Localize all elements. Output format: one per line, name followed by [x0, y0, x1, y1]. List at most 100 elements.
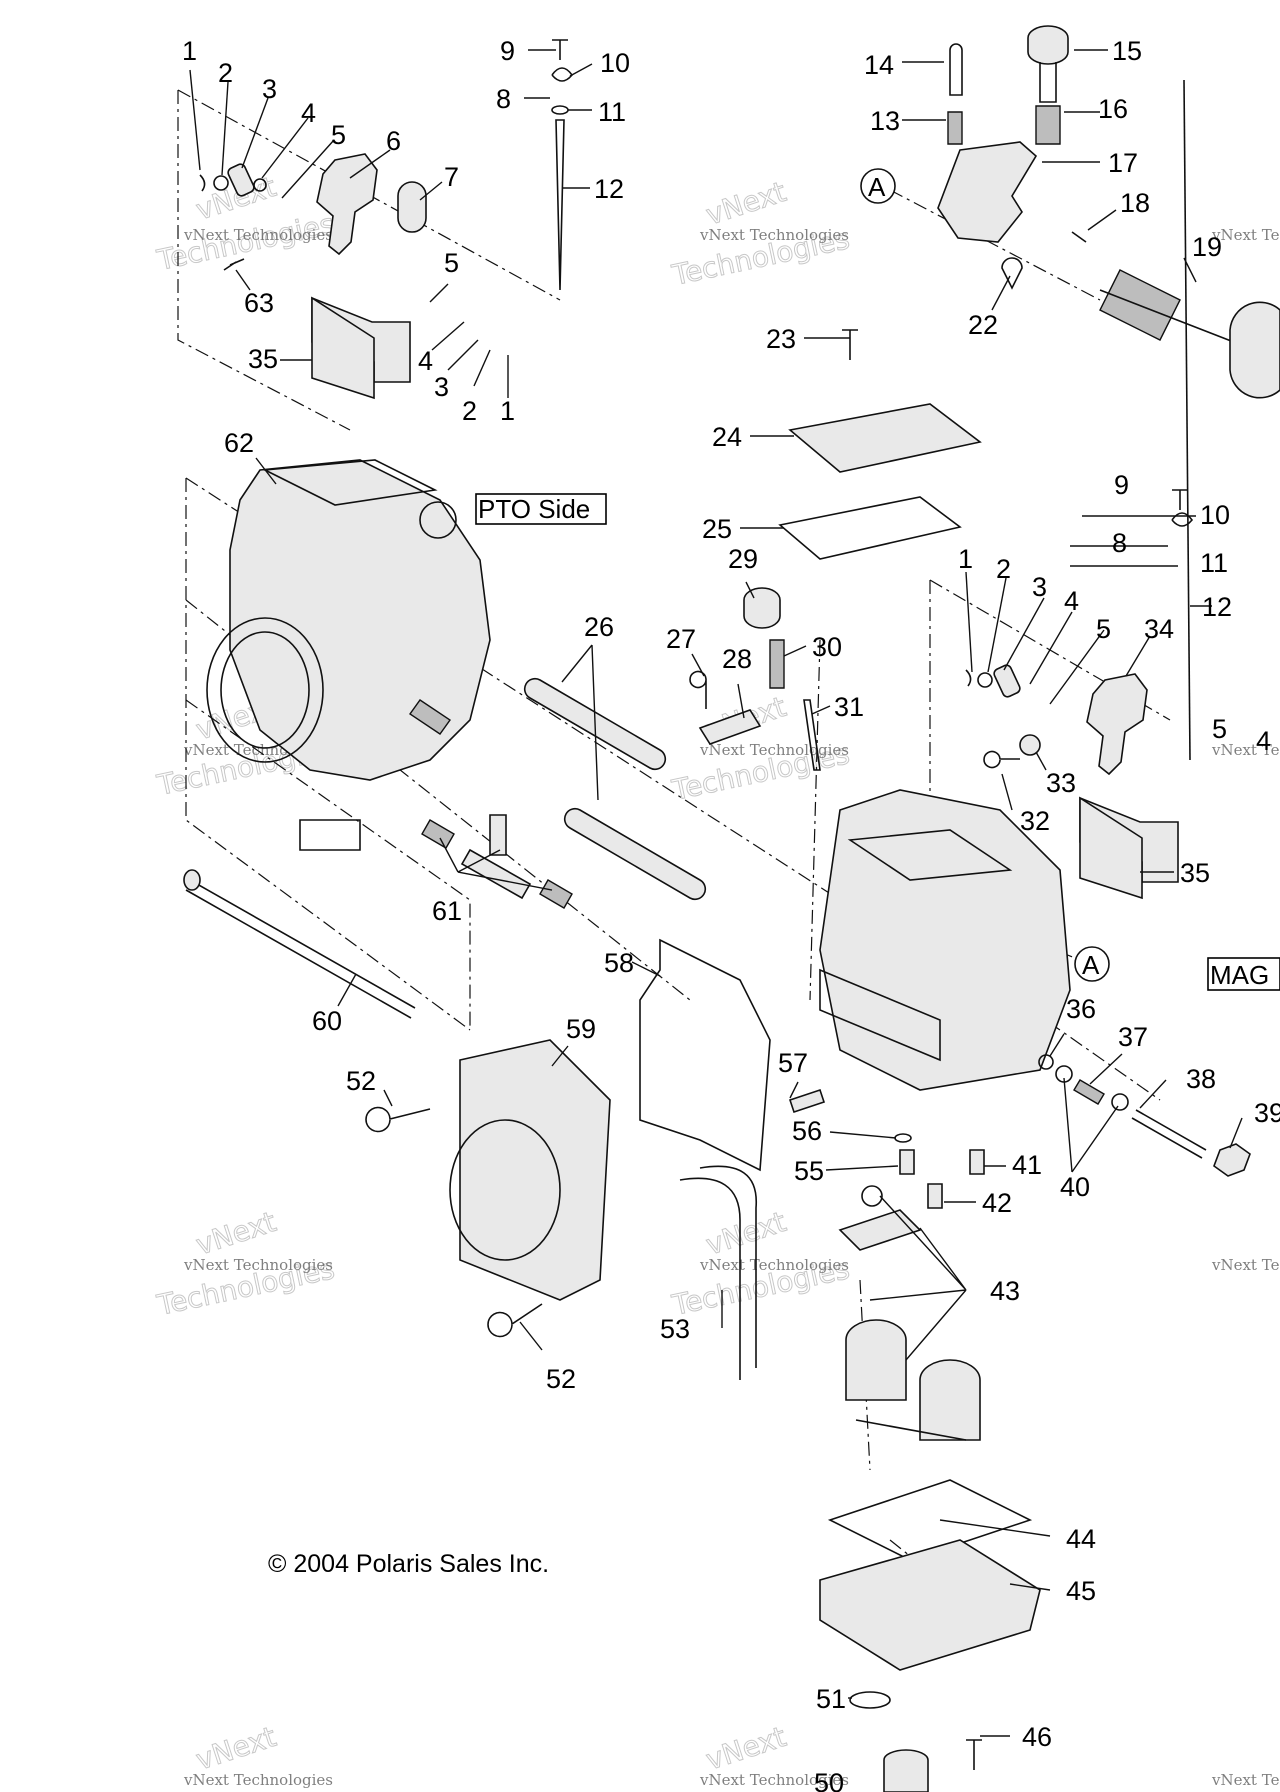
part-spring: [1073, 1079, 1105, 1105]
callout-number: 27: [666, 624, 696, 654]
mag-label: MAG: [1210, 960, 1269, 990]
watermark-mark: vNext: [702, 1720, 790, 1777]
callout-number: 12: [594, 174, 624, 204]
callout-number: 30: [812, 632, 842, 662]
watermark-mark: vNext: [702, 175, 790, 232]
callout-number: 61: [432, 896, 462, 926]
callout-number: 8: [496, 84, 511, 114]
part-fitting: [539, 879, 573, 909]
part-idle-screw: [1131, 1109, 1207, 1159]
callout-number: 33: [1046, 768, 1076, 798]
part-o-ring: [849, 1691, 891, 1709]
callout-number: 8: [1112, 528, 1127, 558]
part-needle-screw: [1172, 489, 1188, 510]
part-screw: [966, 1739, 982, 1770]
callout-number: 59: [566, 1014, 596, 1044]
watermark-text: vNext Technologies: [699, 1256, 849, 1274]
callout-number: 56: [792, 1116, 822, 1146]
watermark-text: vNext Technologies: [1211, 1256, 1280, 1274]
watermark-mark: vNext: [702, 1205, 790, 1262]
callout-number: 9: [500, 36, 515, 66]
part-bowl-gasket: [827, 1479, 1033, 1561]
callout-number: 25: [702, 514, 732, 544]
callout-number: 3: [1032, 572, 1047, 602]
callout-number: 23: [766, 324, 796, 354]
callout-number: 6: [386, 126, 401, 156]
part-throttle-cam: [937, 141, 1038, 243]
callout-number: 5: [1212, 714, 1227, 744]
watermark-mark: vNext: [192, 1720, 280, 1777]
part-screw: [365, 1106, 431, 1133]
watermark-text: vNext Technologies: [183, 1771, 333, 1789]
callout-number: 45: [1066, 1576, 1096, 1606]
callout-number: 1: [182, 36, 197, 66]
part-spring-clip: [1171, 512, 1194, 527]
watermark-text: vNext Technologies: [699, 226, 849, 244]
part-carb-flange: [819, 968, 941, 1062]
part-needle-valve: [861, 1185, 883, 1207]
reference-a-label: A: [1082, 950, 1100, 980]
part-washer: [894, 1133, 912, 1143]
callout-number: 10: [600, 48, 630, 78]
part-adjust-knob: [1027, 25, 1069, 65]
callout-number: 44: [1066, 1524, 1096, 1554]
callout-number: 31: [834, 692, 864, 722]
part-long-bolt: [185, 879, 416, 1019]
part-adapter: [459, 1039, 611, 1301]
watermark-text: vNext Technologies: [699, 1771, 849, 1789]
callout-number: 43: [990, 1276, 1020, 1306]
part-fitting: [409, 699, 451, 735]
callout-number: 13: [870, 106, 900, 136]
callout-number: 4: [301, 98, 316, 128]
callout-number: 63: [244, 288, 274, 318]
watermark-mark: vNext: [192, 1205, 280, 1262]
callout-number: 62: [224, 428, 254, 458]
part-bushing: [253, 178, 267, 192]
reference-a-label: A: [868, 172, 886, 202]
part-top-cover: [788, 403, 982, 473]
part-cap: [743, 587, 781, 629]
part-shaft-end: [1229, 301, 1280, 399]
callout-number: 2: [996, 554, 1011, 584]
parts: [183, 25, 1280, 1792]
part-screw: [223, 258, 245, 271]
callout-number: 28: [722, 644, 752, 674]
callout-number: 53: [660, 1314, 690, 1344]
callout-number: 50: [814, 1768, 844, 1792]
part-roller: [397, 181, 427, 233]
part-screw: [1001, 257, 1023, 290]
part-nut: [1019, 734, 1041, 756]
part-float: [845, 1319, 907, 1401]
part-e-clip: [551, 105, 569, 115]
part-carb-bore-inner: [220, 631, 310, 749]
part-adjust-screw: [1039, 62, 1057, 103]
callout-number: 18: [1120, 188, 1150, 218]
part-washer: [213, 175, 229, 191]
part-hose: [679, 1165, 757, 1380]
part-carb-top: [847, 829, 1013, 881]
reference-a-circle: [1074, 946, 1110, 982]
watermark-text: vNext Technologies: [1211, 1771, 1280, 1789]
callout-number: 55: [794, 1156, 824, 1186]
callout-number: 5: [444, 248, 459, 278]
part-screw: [949, 43, 963, 96]
part-float: [919, 1359, 981, 1441]
callout-number: 40: [1060, 1172, 1090, 1202]
part-spring: [947, 111, 963, 145]
copyright-notice: © 2004 Polaris Sales Inc.: [268, 1550, 549, 1578]
callout-number: 57: [778, 1048, 808, 1078]
part-carb-body-pto: [229, 459, 491, 781]
callout-numbers: 1 2 3 4 5 6 7 9 10 8 11 12 63 5 4 3 2 1 …: [182, 36, 1280, 1792]
leader-lines: [189, 49, 1243, 1737]
callout-number: 19: [1192, 232, 1222, 262]
part-carb-bore: [206, 617, 324, 763]
part-jet: [899, 1149, 915, 1175]
callout-number: 7: [444, 162, 459, 192]
pto-side-box: [475, 493, 607, 525]
part-fitting: [421, 819, 455, 849]
callout-number: 41: [1012, 1150, 1042, 1180]
callout-number: 14: [864, 50, 894, 80]
part-tee-fitting: [460, 814, 532, 900]
part-reed-face: [1079, 796, 1143, 900]
callout-number: 38: [1186, 1064, 1216, 1094]
